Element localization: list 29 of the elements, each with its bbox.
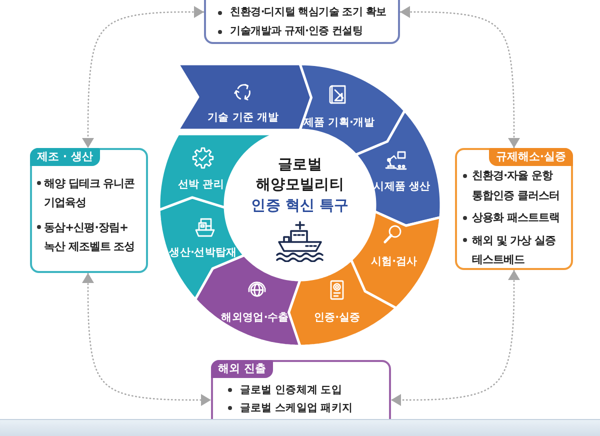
segment-label: 기술 기준 개발 bbox=[208, 112, 278, 124]
section-tab: 규제해소·실증 bbox=[488, 148, 573, 166]
center-subtitle: 인증 혁신 특구 bbox=[250, 197, 350, 216]
dotted-arrow bbox=[82, 6, 205, 149]
segment-label: 선박 관리 bbox=[178, 178, 224, 192]
dotted-arrow bbox=[82, 272, 212, 406]
bullet-text: 기술개발과 규제·인증 컨설팅 bbox=[230, 24, 363, 39]
segment-label: 시제품 생산 bbox=[374, 180, 430, 194]
bullet-text: 글로벌 스케일업 패키지 bbox=[240, 401, 353, 416]
bullet-text: 상용화 패스트트랙 bbox=[472, 210, 560, 226]
bullet-text: 해외 및 가상 실증 테스트베드 bbox=[472, 232, 556, 268]
dotted-arrow bbox=[390, 269, 520, 406]
info-card bbox=[30, 148, 148, 273]
bullet-text: 해양 딥테크 유니콘 기업육성 bbox=[44, 176, 136, 211]
segment-label: 제품 기획·개발 bbox=[303, 116, 375, 130]
section-tab: 제조 · 생산 bbox=[30, 148, 100, 166]
segment-label: 생산·선박탑재 bbox=[169, 246, 237, 260]
bullet-text: 친환경·자율 운항 통합인증 클러스터 bbox=[472, 168, 560, 204]
segment-label: 해외영업·수출 bbox=[221, 312, 289, 324]
dotted-arrow bbox=[399, 6, 520, 149]
center-title: 글로벌 해양모빌리티 bbox=[254, 156, 346, 195]
bullet-text: 동삼+신평·장림+ 녹산 제조벨트 조성 bbox=[44, 220, 135, 255]
section-tab: 해외 진출 bbox=[211, 360, 273, 378]
info-card bbox=[204, 0, 400, 44]
info-card bbox=[455, 148, 573, 270]
bullet-text: 글로벌 인증체계 도입 bbox=[240, 383, 342, 398]
bullet-text: 친환경·디지털 핵심기술 조기 확보 bbox=[230, 5, 386, 20]
segment-label: 인증·실증 bbox=[314, 312, 360, 324]
segment-label: 시험·검사 bbox=[370, 256, 418, 268]
